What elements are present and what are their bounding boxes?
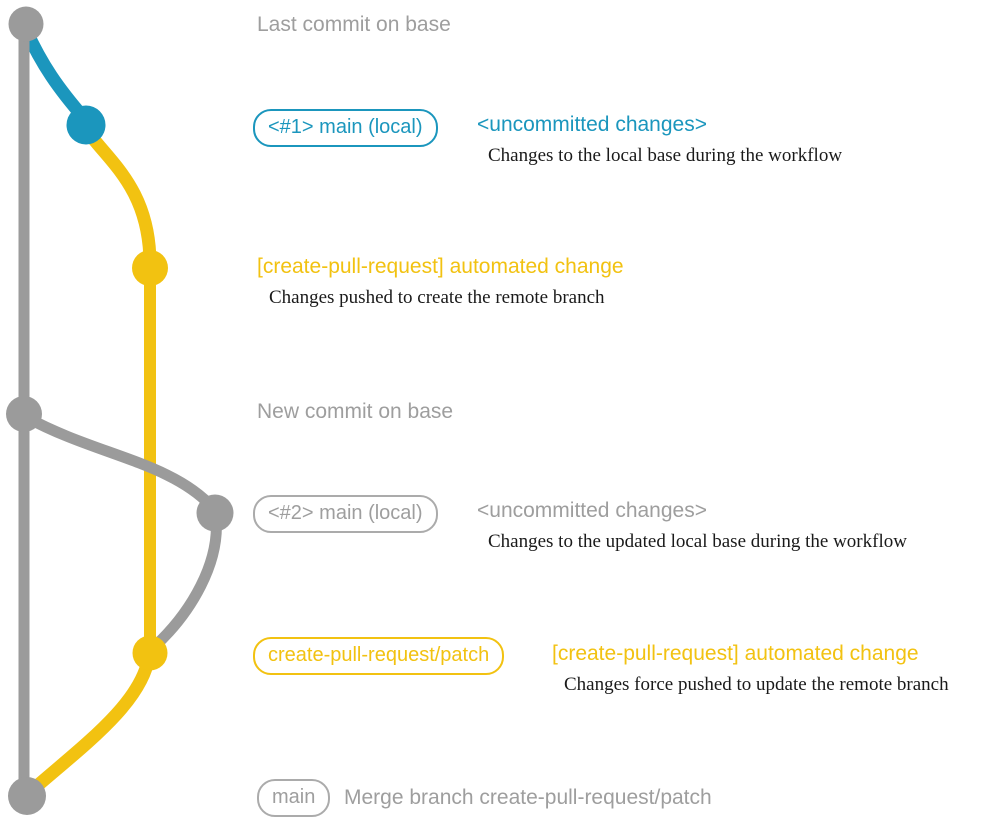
branch-line-patch-create — [82, 128, 157, 265]
commit-node-local-1 — [66, 105, 106, 145]
commit-title-uncommitted-1: <uncommitted changes> — [477, 113, 707, 136]
commit-title-automated-change-2: [create-pull-request] automated change — [552, 642, 919, 665]
commit-title-uncommitted-2: <uncommitted changes> — [477, 499, 707, 522]
commit-desc-uncommitted-2: Changes to the updated local base during… — [488, 531, 907, 552]
branch-line-local-2-out — [23, 412, 218, 512]
commit-node-patch-2 — [132, 635, 168, 671]
commit-desc-automated-change-2: Changes force pushed to update the remot… — [564, 674, 949, 695]
branch-line-patch-merge — [24, 654, 156, 798]
branch-badge-main: main — [257, 779, 331, 817]
commit-node-merge — [8, 777, 46, 815]
annotation-last-commit-on-base: Last commit on base — [257, 13, 451, 36]
commit-node-base-1 — [8, 6, 44, 42]
branch-badge-label: main — [257, 779, 331, 817]
commit-title-merge-branch: Merge branch create-pull-request/patch — [344, 786, 712, 809]
branch-badge-patch: create-pull-request/patch — [253, 637, 505, 675]
branch-badge-label: create-pull-request/patch — [253, 637, 505, 675]
branch-badge-label: <#2> main (local) — [253, 495, 438, 533]
commit-desc-automated-change-1: Changes pushed to create the remote bran… — [269, 287, 605, 308]
branch-badge-main-local-1: <#1> main (local) — [253, 109, 438, 147]
commit-title-automated-change-1: [create-pull-request] automated change — [257, 255, 624, 278]
commit-desc-uncommitted-1: Changes to the local base during the wor… — [488, 145, 843, 166]
commit-node-base-2 — [6, 396, 42, 432]
branch-badge-main-local-2: <#2> main (local) — [253, 495, 438, 533]
branch-badge-label: <#1> main (local) — [253, 109, 438, 147]
annotation-new-commit-on-base: New commit on base — [257, 400, 454, 423]
commit-node-local-2 — [196, 494, 234, 532]
branch-line-local-1 — [20, 27, 89, 123]
branch-line-local-2-in — [150, 517, 222, 652]
commit-node-patch-1 — [132, 250, 168, 286]
